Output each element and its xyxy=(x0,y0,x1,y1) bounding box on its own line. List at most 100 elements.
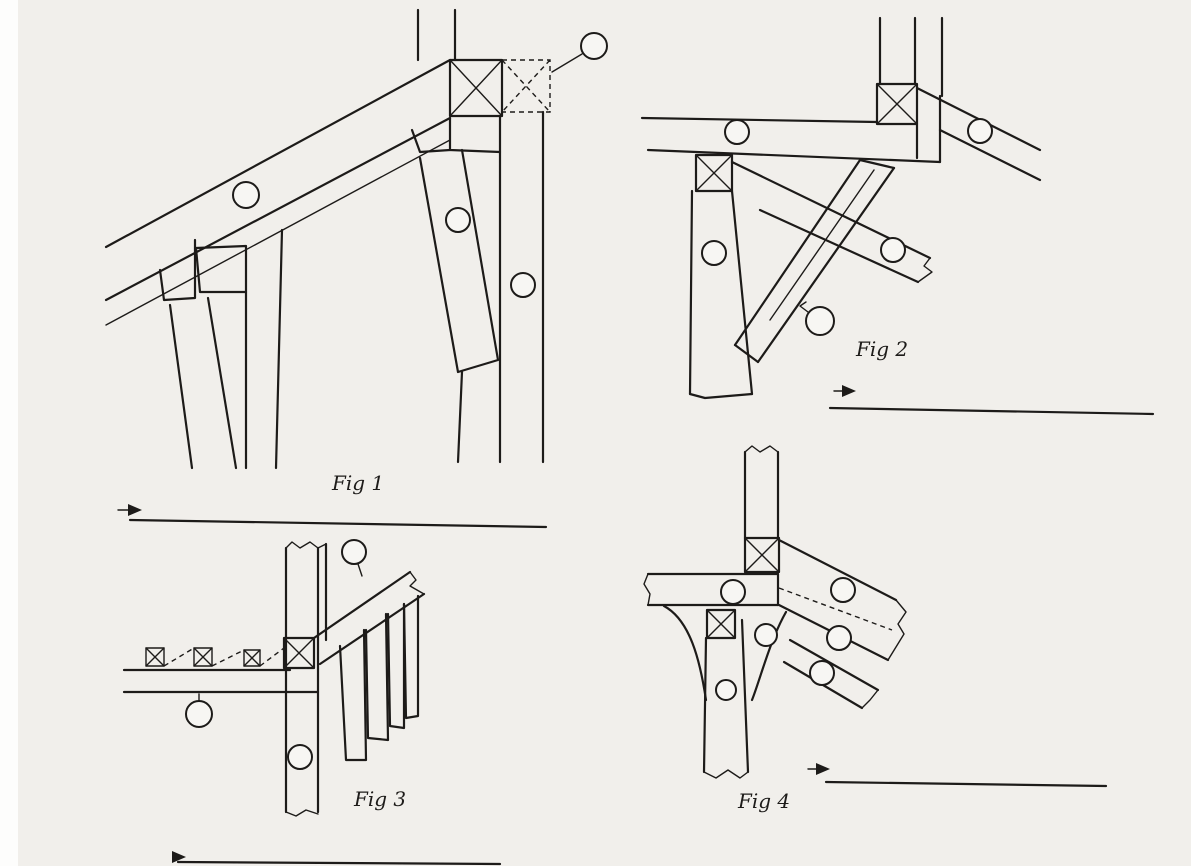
fig-2-label: Fig 2 xyxy=(855,337,908,361)
mortise-c-x2 xyxy=(243,649,261,667)
angled-brace xyxy=(418,148,500,374)
cross-brace-left xyxy=(733,158,862,347)
callout-pointer-3 xyxy=(357,563,363,577)
baseline-1 xyxy=(128,518,548,529)
beam-bottom-edge xyxy=(104,116,452,302)
fig-4-label: Fig 4 xyxy=(737,789,790,813)
peg-2b xyxy=(967,118,993,144)
beam-top-edge xyxy=(104,58,452,249)
beam-4-diag-top xyxy=(777,538,898,602)
mortise-b-x2 xyxy=(193,647,213,667)
peg-4e xyxy=(809,660,835,686)
post-2-right xyxy=(730,189,754,396)
post-4-lower-right xyxy=(740,618,750,774)
peg-4f xyxy=(715,679,737,701)
joint-block-4 xyxy=(743,536,781,574)
page-edge xyxy=(0,0,18,866)
post-4-base-break xyxy=(703,769,749,779)
figure-1: Fig 1 xyxy=(104,8,608,529)
cross-brace-top xyxy=(858,158,896,170)
fig-1-label: Fig 1 xyxy=(331,471,384,495)
peg-3a xyxy=(185,700,213,728)
peg-1b xyxy=(445,207,471,233)
beam-4-break xyxy=(643,573,651,606)
cross-brace-bottom xyxy=(733,343,760,364)
callout-circle-3 xyxy=(341,539,367,565)
callout-pointer-1 xyxy=(551,53,583,73)
joint-3-cross-b xyxy=(283,637,315,669)
beam-4-diag-low-top xyxy=(788,638,880,692)
stud-a-right xyxy=(206,296,238,470)
beam-lower-edge xyxy=(105,139,451,326)
joint-cross-b xyxy=(449,59,503,117)
post-3-break xyxy=(285,541,327,549)
beam-3-diag-bottom xyxy=(318,592,426,666)
board-a xyxy=(338,628,368,762)
back-brace-break xyxy=(917,257,933,283)
beam-3-diag-break xyxy=(409,571,425,595)
stud-a-top xyxy=(158,238,197,302)
post-4-lower-left xyxy=(702,636,708,774)
beam-2-bottom xyxy=(646,148,942,164)
joint-2b-cross-b xyxy=(695,154,733,192)
bracket-right xyxy=(750,610,788,702)
joint-block-4b xyxy=(705,608,737,640)
fig-3-label: Fig 3 xyxy=(353,787,406,811)
joint-block-2 xyxy=(875,82,919,126)
beam-2-top xyxy=(640,116,879,124)
bracket-lip xyxy=(410,128,452,154)
beam-4-hidden xyxy=(778,587,893,631)
board-b xyxy=(364,612,390,742)
peg-2c xyxy=(701,240,727,266)
bracket-left xyxy=(662,604,708,702)
mortise-c xyxy=(243,649,261,667)
board-d xyxy=(402,594,420,720)
callout-circle-1 xyxy=(580,32,608,60)
mortise-b xyxy=(193,647,213,667)
hidden-joint xyxy=(501,59,551,113)
stud-b-head xyxy=(194,244,248,294)
beam-4-diag-break xyxy=(887,599,907,661)
mortise-a xyxy=(145,647,165,667)
arrow-2 xyxy=(842,385,856,397)
callout-pointer-2 xyxy=(799,301,809,313)
hidden-cross-b xyxy=(501,59,551,113)
peg-4d xyxy=(826,625,852,651)
stud-c xyxy=(274,228,284,470)
cross-brace-grain xyxy=(769,169,875,321)
figure-2: Fig 2 xyxy=(640,16,1155,416)
joint-block-3 xyxy=(282,636,316,670)
beam-3-diag-top xyxy=(312,570,412,640)
beam-2-diag-bottom xyxy=(938,128,1042,182)
arrow-4 xyxy=(816,763,830,775)
peg-2a xyxy=(724,119,750,145)
post-2-left xyxy=(688,189,694,396)
board-c xyxy=(386,602,406,730)
arrow-1 xyxy=(128,504,142,516)
arrow-3 xyxy=(172,851,186,863)
peg-1c xyxy=(510,272,536,298)
bracket-head xyxy=(448,116,502,154)
figure-3: Fig 3 xyxy=(122,539,502,866)
callout-circle-2 xyxy=(805,306,835,336)
post-2-base xyxy=(688,392,754,400)
hidden-cross-a xyxy=(501,59,551,113)
cross-brace-right xyxy=(756,166,896,364)
peg-2d xyxy=(880,237,906,263)
stud-a-left xyxy=(168,303,194,470)
brace-lower xyxy=(456,370,464,464)
hidden-ties-3 xyxy=(163,647,285,667)
peg-4b xyxy=(830,577,856,603)
joint-4b-cross-b xyxy=(706,609,736,639)
peg-4c xyxy=(754,623,778,647)
beam-4-low-break xyxy=(861,689,879,709)
figure-4: Fig 4 xyxy=(643,445,1108,813)
joint-4-cross-b xyxy=(744,537,780,573)
baseline-3 xyxy=(176,860,502,866)
post-4-break xyxy=(744,445,779,453)
baseline-2 xyxy=(828,406,1155,416)
joint-2-cross-b xyxy=(876,83,918,125)
peg-1a xyxy=(232,181,260,209)
